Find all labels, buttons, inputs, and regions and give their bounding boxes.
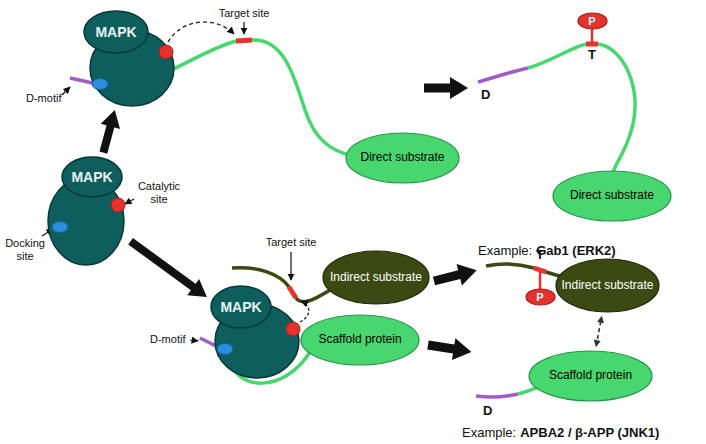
target-site-mark [236,40,252,41]
substrate-chain [528,44,586,68]
indirect-substrate-chain [296,290,330,302]
ellipse-outline [553,171,671,221]
catalytic-site [111,198,125,212]
direct-substrate: Direct substrate [345,132,460,184]
annotation-label: Example: [478,244,532,259]
docking-site [217,344,233,355]
connector [101,110,120,153]
annotation-label: Docking site [2,237,48,262]
arrow-head [594,340,601,348]
arrow-head [597,316,604,324]
leader-line [190,340,198,341]
block-arrow [431,260,479,292]
phosphate-circle: P [577,12,608,30]
docking-site [92,79,108,90]
leader-line [243,22,244,34]
scaffold-protein: Scaffold protein [528,350,653,402]
target-site-mark [289,287,296,298]
connector [594,316,604,347]
ellipse-outline [529,351,652,401]
shape-label: Direct substrate [360,151,444,165]
annotation-label: D [483,404,492,419]
ellipse-outline [578,13,607,29]
annotation-label: Catalytic site [131,180,187,205]
target-site-mark [586,42,598,47]
connector-line [131,241,196,289]
ellipse-outline [346,133,459,183]
catalytic-site [286,322,300,336]
connector [131,241,207,297]
annotation-label: D-motif [150,333,185,346]
shape-label: Scaffold protein [549,369,632,383]
indirect-substrate-chain [486,264,534,268]
phosphorylation-arrow [168,22,234,42]
phosphate-stem [539,270,542,290]
block-arrow-shape [431,260,479,292]
docking-site [52,222,68,233]
leader-line [290,252,291,280]
substrate-chain [252,40,352,156]
annotation-label: T [533,248,547,263]
d-motif-segment [476,394,518,397]
shape-label: Indirect substrate [561,279,653,293]
phosphate-circle: P [525,288,556,306]
indirect-substrate: Indirect substrate [322,250,430,305]
catalytic-site [159,45,173,59]
kinase-lobe [84,11,148,53]
shape-label: P [536,291,543,304]
shape-label: Indirect substrate [330,271,422,285]
annotation-label: APBA2 / β-APP (JNK1) [520,426,659,441]
protein-name: MAPK [71,169,112,185]
mapk-kinase: MAPK [82,8,176,106]
shape-label: Scaffold protein [318,333,401,347]
annotation-label: T [585,48,599,63]
block-arrow [424,77,468,99]
mapk-kinase: MAPK [205,283,300,378]
kinase-lobe [211,286,271,328]
indirect-substrate-chain [232,268,289,287]
phosphorylation-arrow [300,301,309,322]
connector-line [103,123,111,152]
ellipse-outline [301,315,419,365]
mapk-kinase: MAPK [48,155,128,265]
annotation-label: Example: [462,426,516,441]
block-arrow-shape [426,334,473,363]
kinase-lobe [62,157,122,197]
target-site-mark [534,268,546,272]
annotation-label: Target site [259,236,323,249]
annotation-label: D [481,88,490,103]
block-arrow-shape [424,77,468,99]
block-arrow [426,334,473,363]
direct-substrate: Direct substrate [552,170,672,222]
annotation-label: Target site [212,7,276,20]
annotation-label: Gab1 (ERK2) [536,244,615,259]
indirect-substrate: Indirect substrate [555,258,660,313]
ellipse-outline [556,259,659,312]
shape-outline [82,8,176,106]
annotation-label: D-motif [26,92,61,105]
d-motif-segment [478,68,528,82]
arrow-head [101,110,120,129]
ellipse-outline [323,251,429,304]
protein-name: MAPK [220,299,261,315]
ellipse-outline [526,289,555,305]
leader-line [125,199,134,204]
leader-line [62,87,70,95]
shape-label: Direct substrate [570,189,654,203]
scaffold-protein: Scaffold protein [300,314,420,366]
substrate-chain [598,44,635,176]
connector-line [597,321,601,341]
arrow-head [187,279,207,297]
shape-label: P [588,15,595,28]
shape-outline [205,283,300,378]
protein-name: MAPK [95,24,136,40]
